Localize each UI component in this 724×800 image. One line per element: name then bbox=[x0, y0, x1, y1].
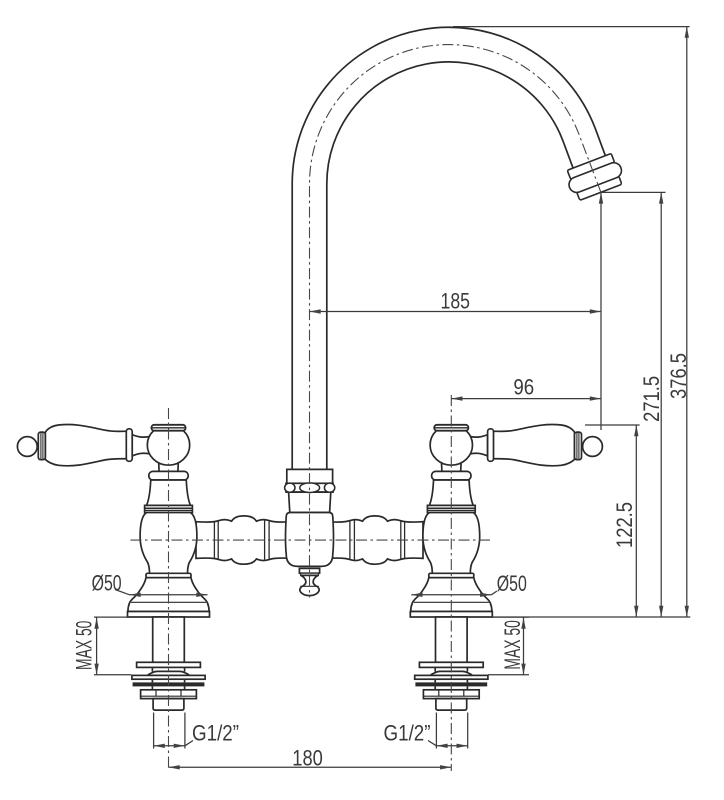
svg-text:MAX 50: MAX 50 bbox=[71, 621, 96, 670]
svg-text:96: 96 bbox=[513, 374, 534, 399]
svg-text:122.5: 122.5 bbox=[612, 502, 637, 548]
svg-text:271.5: 271.5 bbox=[639, 376, 664, 422]
svg-text:Ø50: Ø50 bbox=[497, 571, 527, 596]
svg-text:MAX 50: MAX 50 bbox=[500, 620, 525, 669]
svg-text:G1/2”: G1/2” bbox=[384, 720, 431, 745]
svg-text:185: 185 bbox=[441, 288, 471, 313]
svg-text:376.5: 376.5 bbox=[666, 353, 691, 399]
svg-text:G1/2”: G1/2” bbox=[192, 720, 239, 745]
svg-text:180: 180 bbox=[292, 746, 323, 771]
svg-text:Ø50: Ø50 bbox=[92, 570, 122, 595]
